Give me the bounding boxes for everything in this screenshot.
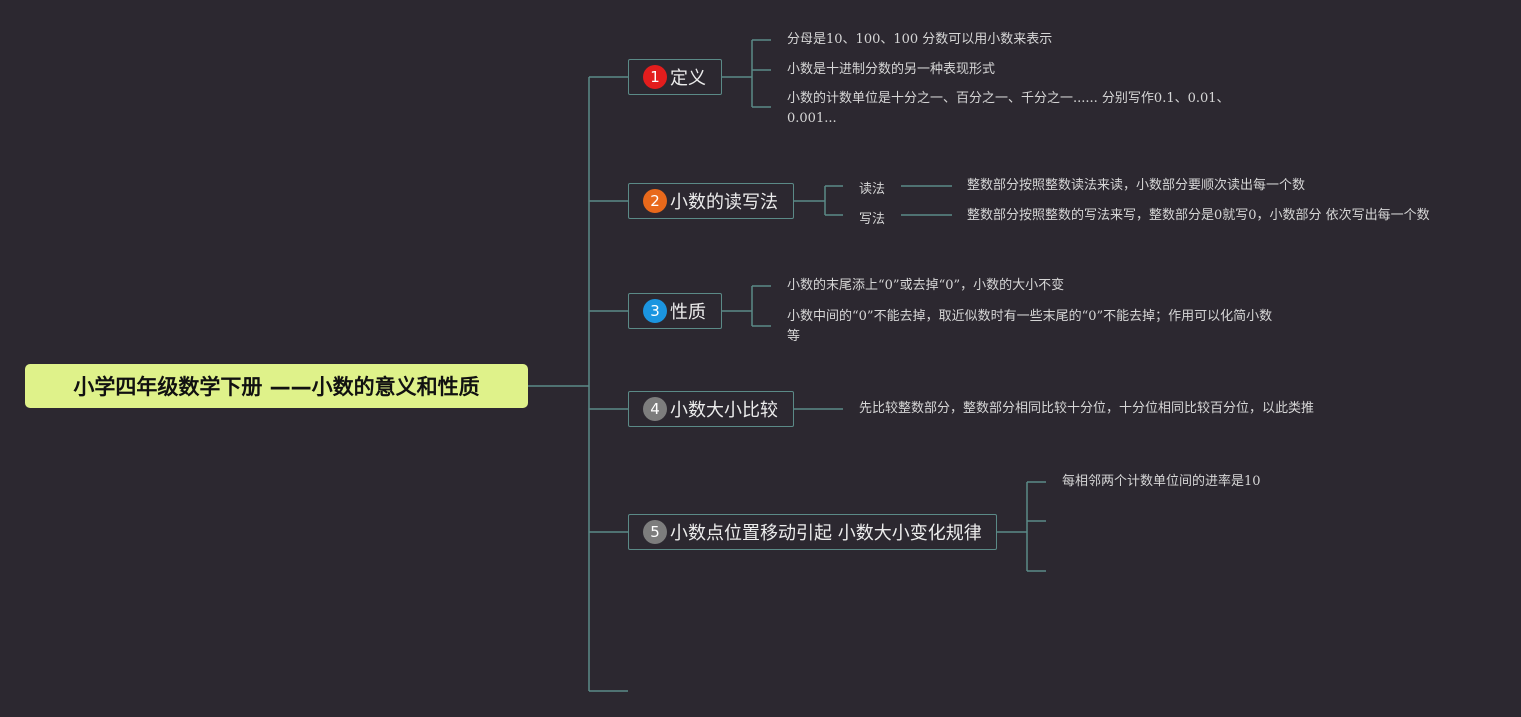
subtopic-text[interactable]: 小数是十进制分数的另一种表现形式	[787, 62, 996, 77]
subtopic-text[interactable]: 小数的末尾添上“0”或去掉“0”，小数的大小不变	[787, 278, 1065, 293]
subtopic-text[interactable]: 整数部分按照整数读法来读，小数部分要顺次读出每一个数	[967, 178, 1306, 193]
subtopic-text[interactable]: 先比较整数部分，整数部分相同比较十分位，十分位相同比较百分位，以此类推	[859, 401, 1315, 416]
subtopic-reading[interactable]: 读法	[859, 182, 886, 197]
subtopic-writing[interactable]: 写法	[859, 212, 886, 227]
number-badge-5: 5	[643, 520, 667, 544]
topic-label: 小数点位置移动引起 小数大小变化规律	[670, 523, 982, 544]
topic-read-write[interactable]: 2 小数的读写法	[628, 183, 794, 219]
subtopic-text[interactable]: 分母是10、100、100 分数可以用小数来表示	[787, 32, 1053, 47]
subtopic-text[interactable]: 小数的计数单位是十分之一、百分之一、千分之一...... 分别写作0.1、0.0…	[787, 91, 1230, 126]
topic-comparison[interactable]: 4 小数大小比较	[628, 391, 794, 427]
number-badge-4: 4	[643, 397, 667, 421]
root-topic-title: 小学四年级数学下册 ——小数的意义和性质	[73, 375, 480, 399]
topic-decimal-point-shift[interactable]: 5 小数点位置移动引起 小数大小变化规律	[628, 514, 997, 550]
topic-definition[interactable]: 1 定义	[628, 59, 722, 95]
subtopic-text[interactable]: 整数部分按照整数的写法来写，整数部分是0就写0，小数部分 依次写出每一个数	[967, 208, 1430, 223]
topic-label: 性质	[670, 302, 706, 323]
subtopic-text[interactable]: 每相邻两个计数单位间的进率是10	[1062, 474, 1261, 489]
topic-label: 小数的读写法	[670, 192, 778, 213]
topic-label: 小数大小比较	[670, 400, 778, 421]
number-badge-2: 2	[643, 189, 667, 213]
topic-properties[interactable]: 3 性质	[628, 293, 722, 329]
topic-label: 定义	[670, 68, 706, 89]
subtopic-text[interactable]: 小数中间的“0”不能去掉，取近似数时有一些末尾的“0”不能去掉；作用可以化简小数…	[787, 309, 1273, 344]
number-badge-1: 1	[643, 65, 667, 89]
number-badge-3: 3	[643, 299, 667, 323]
root-topic[interactable]: 小学四年级数学下册 ——小数的意义和性质	[25, 364, 528, 408]
